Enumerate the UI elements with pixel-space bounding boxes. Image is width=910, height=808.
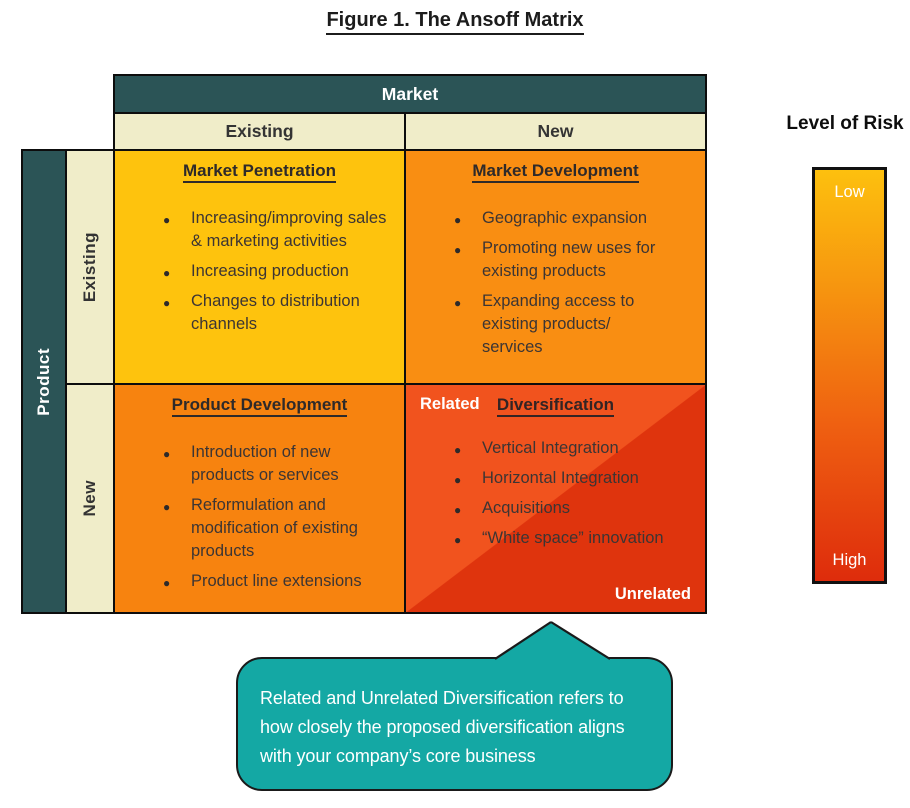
callout-pointer-icon: [494, 621, 611, 672]
row-header-new: New: [65, 383, 115, 614]
quadrant-title: Market Penetration: [115, 161, 404, 183]
quadrant-title-text: Diversification: [496, 395, 615, 417]
quadrant-diversification: Related Diversification Vertical Integra…: [404, 383, 707, 614]
quadrant-title: Market Development: [406, 161, 705, 183]
related-label: Related: [420, 395, 480, 413]
callout-text: Related and Unrelated Diversification re…: [260, 688, 625, 766]
diversification-callout: Related and Unrelated Diversification re…: [236, 657, 673, 791]
bullet-item: Acquisitions: [452, 497, 672, 522]
bullet-item: “White space” innovation: [452, 527, 672, 552]
market-axis-header: Market: [113, 74, 707, 114]
product-axis-header: Product: [21, 149, 67, 614]
bullet-item: Reformulation and modification of existi…: [161, 494, 396, 563]
bullet-list: Geographic expansionPromoting new uses f…: [452, 207, 705, 359]
bullet-item: Expanding access to existing products/ s…: [452, 290, 672, 359]
row-header-existing-label: Existing: [80, 231, 99, 303]
bullet-item: Horizontal Integration: [452, 467, 672, 492]
bullet-item: Increasing production: [161, 260, 396, 285]
quadrant-market-penetration: Market Penetration Increasing/improving …: [113, 149, 406, 385]
product-axis-label: Product: [34, 347, 53, 416]
risk-low-label: Low: [834, 183, 865, 201]
bullet-item: Product line extensions: [161, 570, 396, 595]
figure-title: Figure 1. The Ansoff Matrix: [0, 9, 910, 35]
risk-legend-title: Level of Risk: [786, 113, 904, 134]
quadrant-title-text: Market Development: [472, 161, 639, 183]
quadrant-product-development: Product Development Introduction of new …: [113, 383, 406, 614]
quadrant-title: Product Development: [115, 395, 404, 417]
row-header-existing: Existing: [65, 149, 115, 385]
market-axis-label: Market: [381, 83, 439, 104]
quadrant-title: Diversification: [406, 395, 705, 417]
bullet-list: Vertical IntegrationHorizontal Integrati…: [452, 437, 705, 552]
column-header-existing-label: Existing: [225, 121, 294, 141]
bullet-item: Increasing/improving sales & marketing a…: [161, 207, 396, 253]
bullet-list: Introduction of new products or services…: [161, 441, 404, 595]
bullet-item: Promoting new uses for existing products: [452, 237, 672, 283]
risk-gradient-bar: Low High: [812, 167, 887, 584]
figure-title-text: Figure 1. The Ansoff Matrix: [326, 9, 584, 35]
bullet-item: Changes to distribution channels: [161, 290, 396, 336]
row-header-new-label: New: [80, 480, 99, 517]
bullet-item: Introduction of new products or services: [161, 441, 396, 487]
quadrant-title-text: Product Development: [171, 395, 348, 417]
column-header-new: New: [404, 112, 707, 151]
quadrant-title-text: Market Penetration: [182, 161, 337, 183]
unrelated-label: Unrelated: [614, 585, 691, 603]
bullet-list: Increasing/improving sales & marketing a…: [161, 207, 404, 336]
column-header-existing: Existing: [113, 112, 406, 151]
quadrant-market-development: Market Development Geographic expansionP…: [404, 149, 707, 385]
bullet-item: Vertical Integration: [452, 437, 672, 462]
bullet-item: Geographic expansion: [452, 207, 672, 232]
risk-high-label: High: [832, 551, 867, 569]
column-header-new-label: New: [537, 121, 574, 141]
